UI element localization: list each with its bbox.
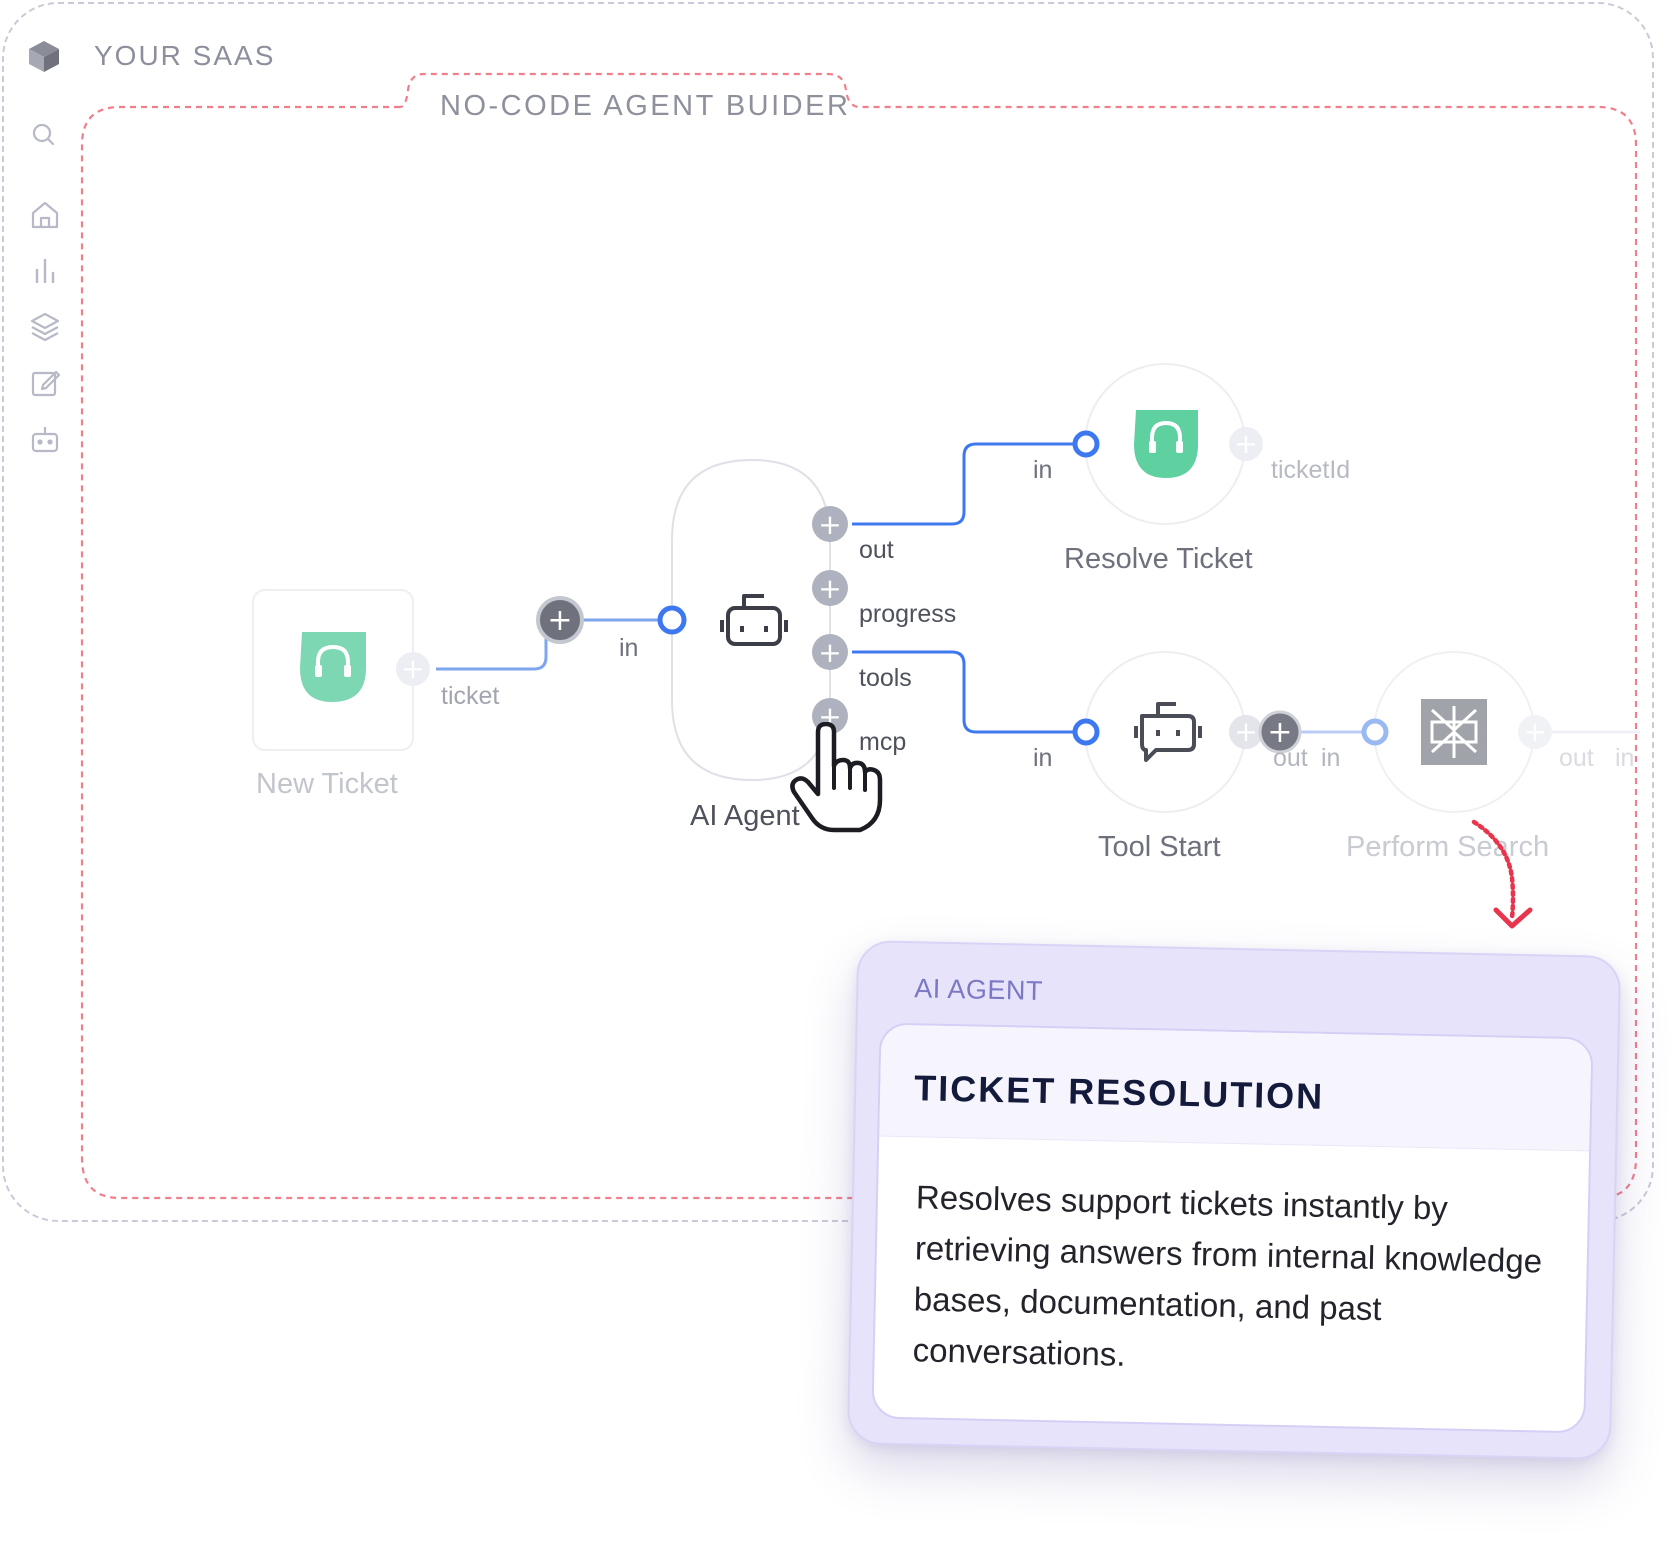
svg-text:+: + xyxy=(818,636,841,669)
layers-icon[interactable] xyxy=(28,310,62,344)
tool-start-label: Tool Start xyxy=(1092,831,1227,864)
home-icon[interactable] xyxy=(28,198,62,232)
cube-logo-icon xyxy=(29,41,59,72)
svg-text:+: + xyxy=(818,572,841,605)
robot-icon xyxy=(720,594,788,646)
port-label-progress: progress xyxy=(856,600,960,629)
bot-icon[interactable] xyxy=(28,422,62,456)
popup-card-header: TICKET RESOLUTION xyxy=(879,1024,1592,1152)
search-icon[interactable] xyxy=(28,120,62,154)
port-label-out: out xyxy=(856,536,897,565)
port-label-agent-in: in xyxy=(616,634,642,663)
builder-title: NO-CODE AGENT BUIDER xyxy=(440,90,851,122)
svg-text:+: + xyxy=(818,508,841,541)
svg-text:+: + xyxy=(547,603,572,638)
port-label-toolstart-out: out xyxy=(1273,744,1308,772)
svg-text:+: + xyxy=(401,652,424,685)
popup-tag: AI AGENT xyxy=(914,973,1044,1006)
hand-pointer-cursor-icon xyxy=(790,722,883,833)
app-window-frame xyxy=(2,2,1654,1222)
chat-bot-icon xyxy=(1134,702,1202,762)
svg-text:+: + xyxy=(1523,715,1546,748)
brand-name: YOUR SAAS xyxy=(94,40,276,71)
add-node-button-search xyxy=(1258,710,1302,754)
port-label-next-in: in xyxy=(1615,744,1635,772)
ai-agent-info-popup: AI AGENT TICKET RESOLUTION Resolves supp… xyxy=(846,940,1622,1460)
add-node-button-agent-in xyxy=(536,596,584,644)
port-label-search-in: in xyxy=(1321,744,1341,772)
new-ticket-label: New Ticket xyxy=(250,768,404,801)
port-label-ticketid: ticketId xyxy=(1268,456,1354,485)
svg-text:+: + xyxy=(1234,715,1257,748)
port-label-toolstart-in: in xyxy=(1030,744,1056,773)
support-headset-icon xyxy=(300,632,366,702)
node-tool-start xyxy=(1084,651,1246,813)
port-label-search-out: out xyxy=(1559,744,1594,772)
perplexity-icon xyxy=(1421,699,1487,765)
edge-tools-to-toolstart xyxy=(852,650,1083,734)
edit-icon[interactable] xyxy=(28,366,62,400)
support-headset-icon-resolve xyxy=(1134,410,1198,478)
resolve-ticket-label: Resolve Ticket xyxy=(1058,543,1259,576)
svg-text:+: + xyxy=(1234,427,1257,460)
bar-chart-icon[interactable] xyxy=(28,254,62,288)
builder-outline xyxy=(80,72,1638,1200)
ai-agent-label: AI Agent xyxy=(684,800,806,833)
port-label-mcp: mcp xyxy=(856,728,910,757)
popup-card: TICKET RESOLUTION Resolves support ticke… xyxy=(871,1022,1594,1434)
port-label-tools: tools xyxy=(856,664,915,693)
edge-out-to-resolve xyxy=(852,442,1083,526)
port-label-resolve-in: in xyxy=(1030,456,1056,485)
popup-description: Resolves support tickets instantly by re… xyxy=(912,1178,1543,1373)
popup-title: TICKET RESOLUTION xyxy=(913,1067,1325,1117)
svg-text:+: + xyxy=(1267,715,1292,750)
dotted-arrow-icon xyxy=(1471,819,1533,929)
node-ai-agent xyxy=(671,458,831,782)
perform-search-label: Perform Search xyxy=(1346,831,1550,863)
port-label-ticket: ticket xyxy=(438,682,503,711)
